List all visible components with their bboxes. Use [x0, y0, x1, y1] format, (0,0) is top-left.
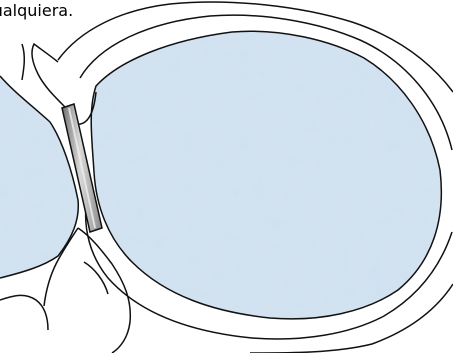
caption-text: …ral cualquiera.	[0, 1, 73, 20]
caption-clip: …ral cualquiera.	[0, 0, 453, 24]
bone-lower-left	[0, 295, 48, 330]
joint-cavity-texture	[91, 31, 441, 319]
